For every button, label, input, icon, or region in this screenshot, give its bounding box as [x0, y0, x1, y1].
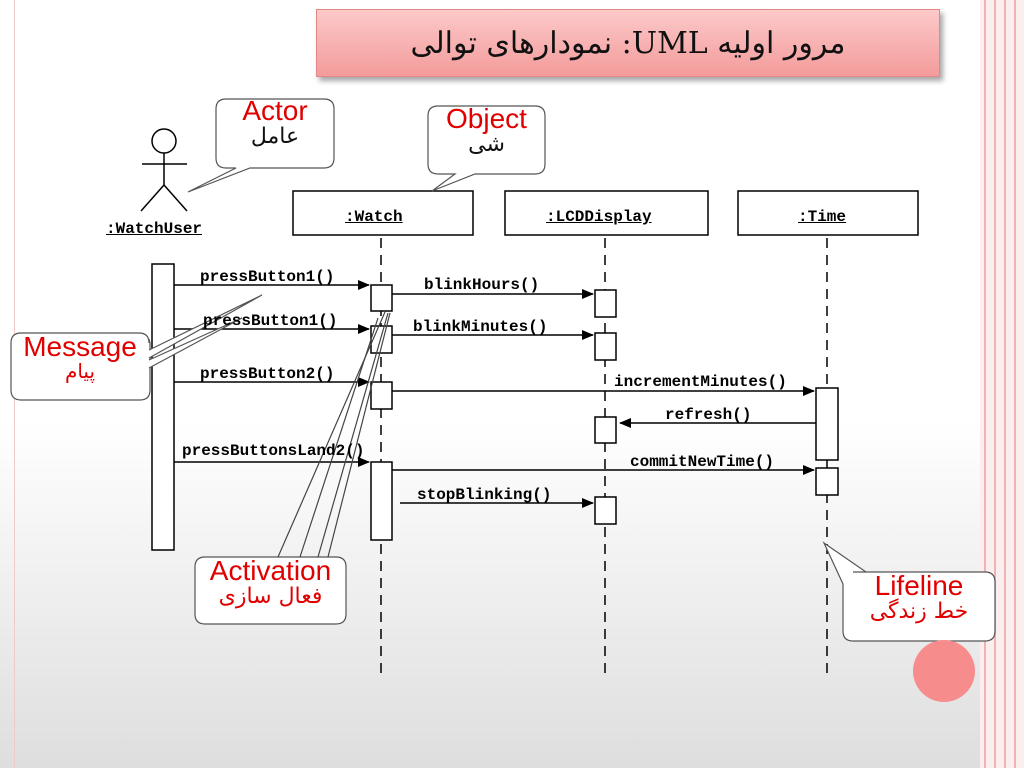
callout-actor-en: Actor	[242, 95, 308, 126]
callout-lifeline-en: Lifeline	[874, 570, 964, 601]
activation-lcd-3	[594, 416, 617, 444]
callout-lifeline: Lifeline خط زندگی	[843, 570, 995, 625]
object-box-time	[737, 190, 919, 236]
message-label-commitnewtime: commitNewTime()	[630, 453, 775, 471]
object-box-watch	[292, 190, 474, 236]
callout-bubble-message	[10, 332, 151, 401]
callout-activation-fa: فعال سازی	[218, 584, 323, 610]
activation-time-2	[815, 467, 839, 496]
callout-bubble-lifeline	[822, 541, 996, 642]
callout-actor: Actor عامل	[216, 95, 334, 150]
actor-stick-figure	[140, 128, 188, 212]
callout-pointers-message	[148, 294, 263, 369]
message-label-pressbutton2: pressButton2()	[200, 365, 335, 383]
object-label-lcddisplay: :LCDDisplay	[546, 208, 652, 226]
activation-time-1	[815, 387, 839, 461]
message-label-pressbutton1-a: pressButton1()	[200, 268, 335, 286]
callout-bubble-activation	[194, 556, 347, 625]
activation-watch-1	[370, 284, 393, 312]
callout-pointers-activation	[277, 311, 391, 558]
callout-lifeline-fa: خط زندگی	[869, 599, 969, 625]
callout-activation-en: Activation	[209, 555, 332, 586]
callout-message-en: Message	[23, 331, 137, 362]
slide-title: مرور اولیه UML: نمودارهای توالی	[410, 25, 846, 61]
decorative-circle	[913, 640, 975, 702]
message-label-refresh: refresh()	[665, 406, 752, 424]
activation-lcd-1	[594, 289, 617, 318]
object-box-lcddisplay	[504, 190, 709, 236]
activation-lcd-4	[594, 496, 617, 525]
callout-bubble-actor	[187, 98, 335, 193]
activation-watch-4	[370, 461, 393, 541]
callout-message-fa: پیام	[64, 359, 96, 384]
callout-object-en: Object	[446, 103, 527, 134]
callout-message: Message پیام	[6, 332, 154, 382]
activation-actor	[151, 263, 175, 551]
message-label-blinkhours: blinkHours()	[424, 276, 540, 294]
activation-lcd-2	[594, 332, 617, 361]
callout-activation: Activation فعال سازی	[193, 555, 348, 610]
message-label-pressbuttonsland2: pressButtonsLand2()	[182, 442, 365, 460]
callout-bubble-object	[427, 105, 546, 192]
message-label-stopblinking: stopBlinking()	[417, 486, 552, 504]
object-label-time: :Time	[798, 208, 847, 226]
activation-watch-3	[370, 381, 393, 410]
callout-actor-fa: عامل	[250, 124, 300, 150]
message-label-blinkminutes: blinkMinutes()	[413, 318, 548, 336]
callout-object-fa: شی	[468, 132, 505, 158]
object-label-watch: :Watch	[345, 208, 403, 226]
message-label-pressbutton1-b: pressButton1()	[203, 312, 338, 330]
message-label-incrementminutes: incrementMinutes()	[614, 373, 787, 391]
callout-object: Object شی	[428, 103, 545, 158]
title-banner: مرور اولیه UML: نمودارهای توالی	[316, 9, 940, 77]
actor-label: :WatchUser	[106, 220, 203, 238]
